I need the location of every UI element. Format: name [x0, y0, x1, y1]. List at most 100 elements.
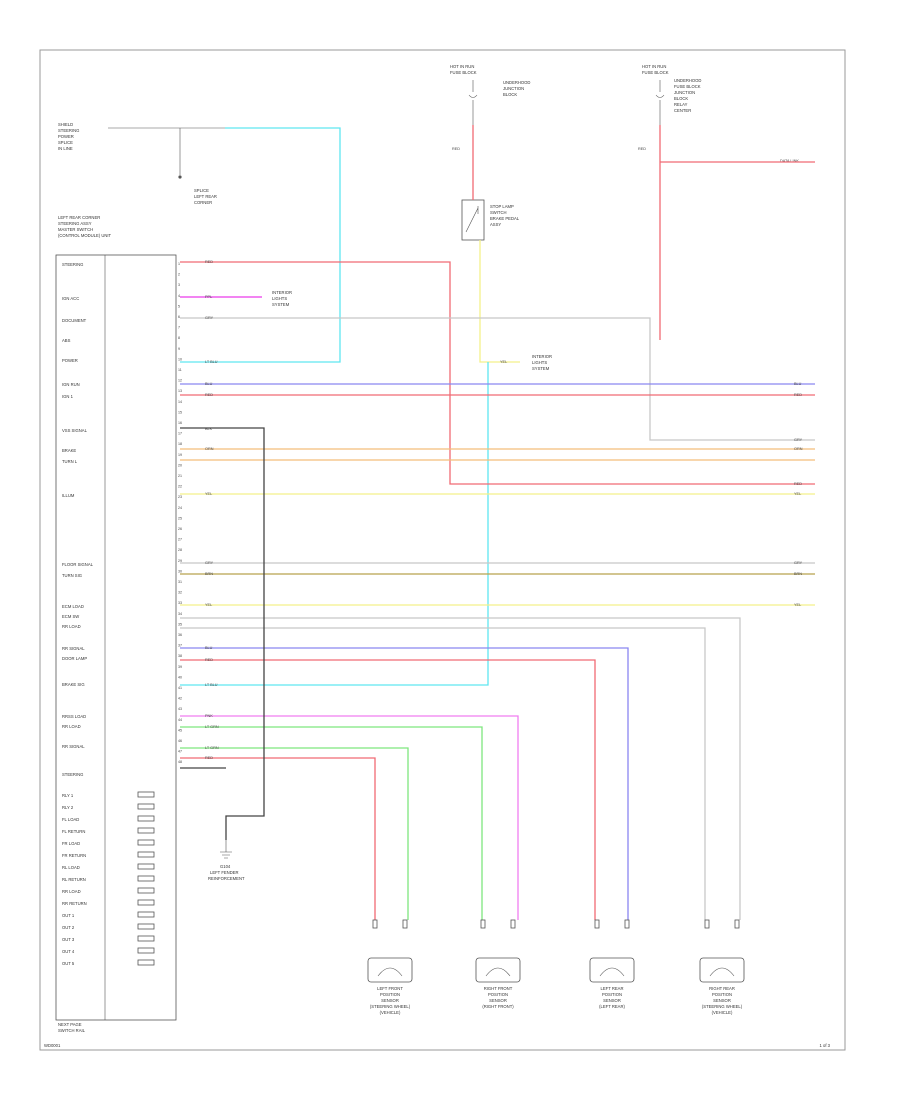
module-label: DOOR LAMP — [62, 656, 87, 661]
wire-green — [180, 747, 409, 920]
pin-number: 2 — [178, 273, 180, 277]
sensor-label: SENSOR — [381, 998, 399, 1003]
sensor-label: SENSOR — [713, 998, 731, 1003]
wire-label-yellow: YEL — [205, 492, 212, 496]
module-sub-label: FR RETURN — [62, 853, 86, 858]
diagram-frame — [39, 49, 846, 1051]
pin-number: 15 — [178, 410, 182, 414]
yel-note-1: INTERIOR — [532, 354, 552, 359]
pin-number: 3 — [178, 283, 180, 287]
wire-label-red: RED — [638, 147, 646, 151]
module-sub-label: RLY 2 — [62, 805, 74, 810]
switch-contact-box — [137, 923, 155, 930]
module-title-4: (CONTROL MODULE) UNIT — [58, 233, 112, 238]
wire-label-red: RED — [794, 482, 802, 486]
wire-label-cyan: LT BLU — [205, 683, 218, 687]
module-label: IGN ACC — [62, 296, 79, 301]
stop-lamp-switch: STOP LAMP SWITCH BRAKE PEDAL ASSY — [461, 199, 520, 241]
module-sub-label: OUT 4 — [62, 949, 75, 954]
pin-number: 6 — [178, 315, 180, 319]
sensor-body — [589, 957, 635, 983]
wire-label-green: LT GRN — [205, 725, 219, 729]
switch-contact-box — [137, 911, 155, 918]
module-label: ECM SW — [62, 614, 79, 619]
fuse-center-symbol — [468, 80, 478, 125]
wire-gray — [180, 627, 706, 920]
sensor-icon — [599, 967, 625, 977]
sensor-label: POSITION — [712, 992, 732, 997]
wire-label-red: RED — [452, 147, 460, 151]
switch-contact-box — [137, 815, 155, 822]
switch-contact-box — [137, 851, 155, 858]
pin-number: 22 — [178, 485, 182, 489]
module-label: TURN SIG — [62, 573, 82, 578]
module-sub-label: RR RETURN — [62, 901, 87, 906]
splice-label-1: SPLICE — [194, 188, 209, 193]
wire-label-orange: ORN — [205, 447, 214, 451]
splice-label-3: CORNER — [194, 200, 212, 205]
fuse-right-title-1: HOT IN RUN — [642, 64, 666, 69]
pin-number: 26 — [178, 527, 182, 531]
module-label: ECM LOAD — [62, 604, 84, 609]
module-title-1: LEFT REAR CORNER — [58, 215, 100, 220]
sensor-pin — [510, 919, 516, 929]
connector-label-1: SHIELD — [58, 122, 73, 127]
module-label: ILLUM — [62, 493, 75, 498]
pin-number: 41 — [178, 686, 182, 690]
pin-number: 13 — [178, 389, 182, 393]
pin-number: 18 — [178, 442, 182, 446]
connector-label-2: STEERING — [58, 128, 79, 133]
module-bottom-2: SWITCH RAIL — [58, 1028, 86, 1033]
wire-label-red: RED — [205, 393, 213, 397]
pin-number: 47 — [178, 750, 182, 754]
wire-blue — [180, 647, 629, 920]
pin-number: 1 — [178, 262, 180, 266]
switch-contact-box — [137, 947, 155, 954]
sensor-pin — [734, 919, 740, 929]
module-title-2: STEERING ASSY — [58, 221, 92, 226]
pin-number: 7 — [178, 326, 180, 330]
wire-label-red: RED — [205, 756, 213, 760]
sensor-pin — [624, 919, 630, 929]
module-sub-label: RL LOAD — [62, 865, 80, 870]
switch-contact-box — [137, 959, 155, 966]
wire-green — [180, 726, 483, 920]
pin-number: 9 — [178, 347, 180, 351]
pin-number: 19 — [178, 453, 182, 457]
splice-label-2: LEFT REAR — [194, 194, 217, 199]
sensor-label: (LEFT REAR) — [599, 1004, 625, 1009]
wire-label-red: RED — [794, 393, 802, 397]
wire-label-cyan: LT BLU — [205, 360, 218, 364]
module-sub-label: FR LOAD — [62, 841, 80, 846]
pin-number: 45 — [178, 728, 182, 732]
switch-contact-box — [137, 803, 155, 810]
pin-number: 31 — [178, 580, 182, 584]
module-sub-label: OUT 3 — [62, 937, 75, 942]
pin-number: 48 — [178, 760, 182, 764]
module-label: TURN L — [62, 459, 78, 464]
fuse-center-title-1: HOT IN RUN — [450, 64, 474, 69]
module-label: RR SIGNAL — [62, 646, 85, 651]
wire-label-green: LT GRN — [205, 746, 219, 750]
module-label: RRSS LOAD — [62, 714, 86, 719]
control-module: LEFT REAR CORNER STEERING ASSY MASTER SW… — [55, 215, 182, 1033]
pin-number: 35 — [178, 622, 182, 626]
switch-contact-box — [137, 827, 155, 834]
fuse-right-note-2: FUSE BLOCK — [674, 84, 701, 89]
wire-label-yellow: YEL — [794, 603, 801, 607]
pin-number: 46 — [178, 739, 182, 743]
fuse-block-right: HOT IN RUN FUSE BLOCK UNDERHOOD FUSE BLO… — [642, 64, 799, 163]
sensor-label: POSITION — [602, 992, 622, 997]
pin-number: 32 — [178, 591, 182, 595]
switch-contact-box — [137, 839, 155, 846]
module-sub-label: RL RETURN — [62, 877, 86, 882]
pin-number: 36 — [178, 633, 182, 637]
module-label: STEERING — [62, 772, 83, 777]
sensor-label: RIGHT REAR — [709, 986, 735, 991]
pin-number: 16 — [178, 421, 182, 425]
wires — [108, 125, 815, 920]
